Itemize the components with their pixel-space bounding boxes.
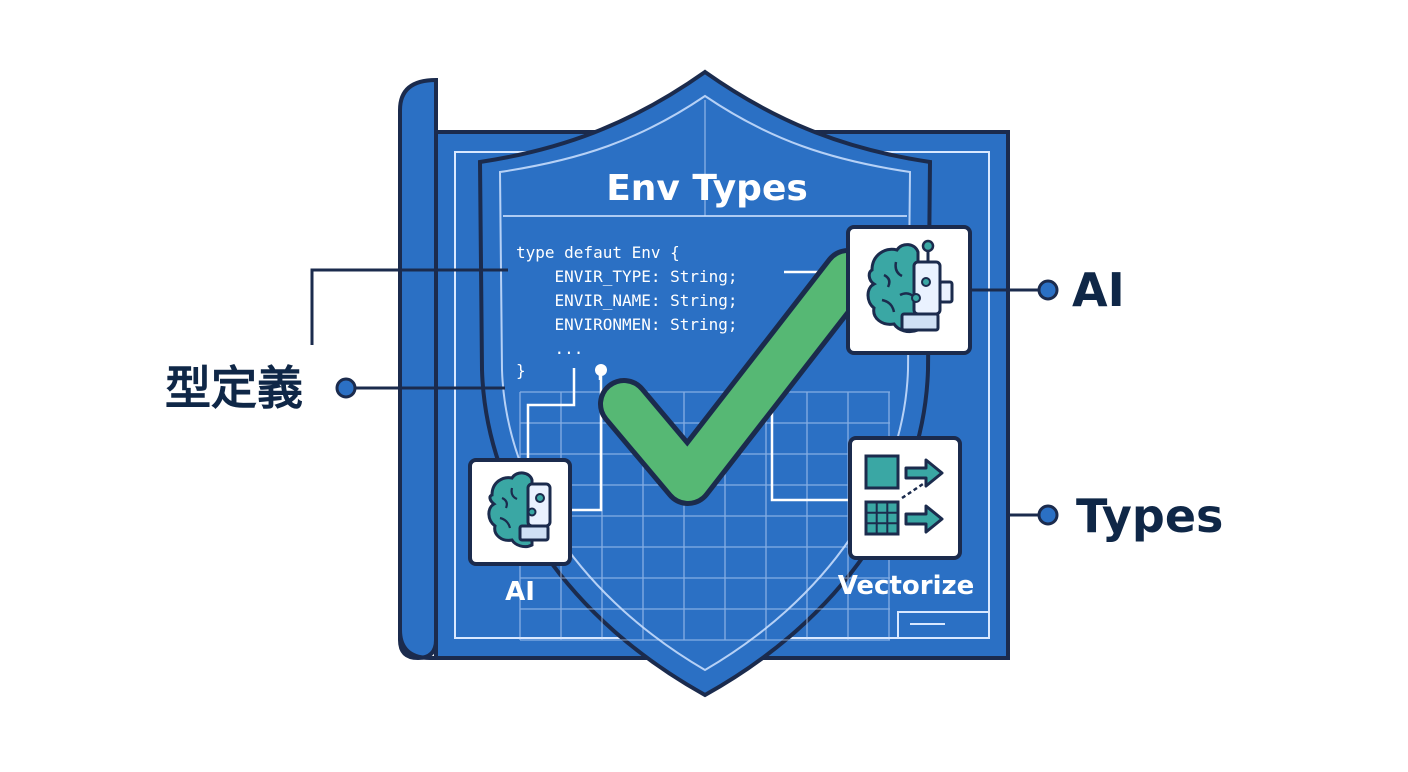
- callout-types: Types: [1010, 489, 1223, 543]
- callout-ai: AI: [972, 263, 1125, 317]
- vectorize-card: [848, 436, 962, 560]
- vectorize-icon: [864, 454, 944, 536]
- brain-icon: [487, 471, 552, 549]
- callout-label-types: Types: [1076, 489, 1223, 543]
- code-line-6: }: [516, 361, 526, 380]
- code-line-3: ENVIR_NAME: String;: [516, 291, 738, 310]
- internal-connectors: [526, 270, 850, 512]
- callout-dot: [1037, 504, 1059, 526]
- code-line-4: ENVIRONMEN: String;: [516, 315, 738, 334]
- code-line-2: ENVIR_TYPE: String;: [516, 267, 738, 286]
- callout-type-definition: 型定義: [165, 268, 508, 415]
- ai-inner-label: AI: [505, 577, 535, 607]
- diagram-title: Env Types: [606, 168, 808, 209]
- vectorize-inner-label: Vectorize: [838, 571, 975, 601]
- code-line-1: type defaut Env {: [516, 243, 680, 262]
- ai-brain-card: [468, 458, 572, 566]
- ai-robot-brain-card: [846, 225, 972, 355]
- callout-dot: [1037, 279, 1059, 301]
- callout-label-type-definition: 型定義: [165, 361, 303, 415]
- callout-label-ai: AI: [1072, 263, 1125, 317]
- brain-robot-icon: [866, 239, 954, 334]
- shield: [477, 69, 933, 698]
- callout-dot: [335, 377, 357, 399]
- connector-dot: [595, 364, 607, 376]
- checkmark-icon: [598, 248, 874, 506]
- code-line-5: ...: [516, 339, 583, 358]
- code-block: type defaut Env { ENVIR_TYPE: String; EN…: [516, 243, 738, 380]
